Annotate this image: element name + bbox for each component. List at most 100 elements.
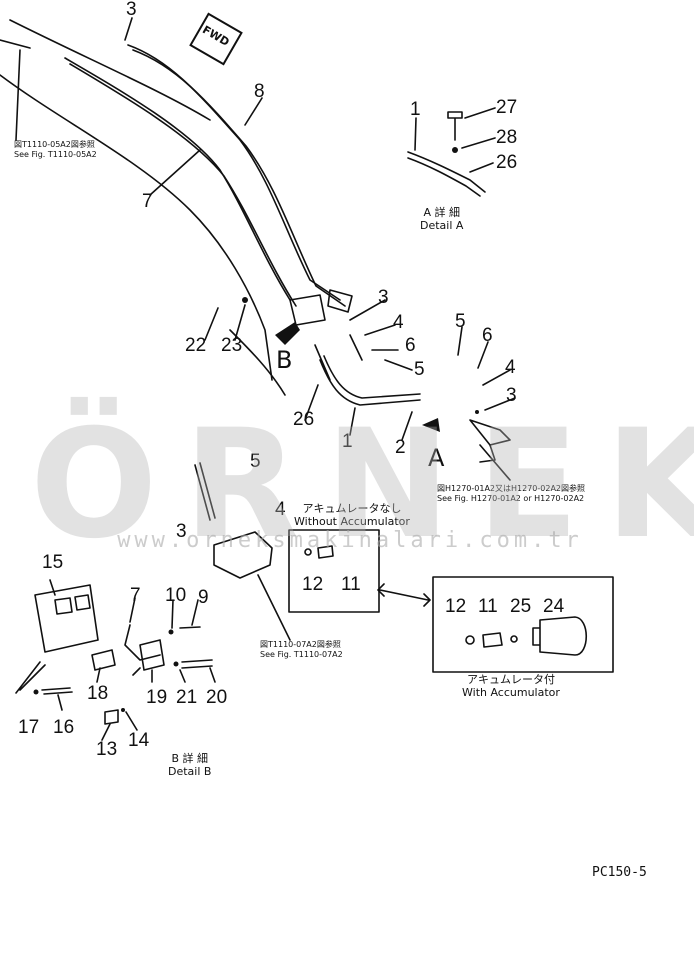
part-label-23: 23 bbox=[221, 335, 243, 356]
without-accumulator-caption: アキュムレータなし Without Accumulator bbox=[294, 502, 410, 528]
detail-a-en: Detail A bbox=[420, 218, 464, 232]
without-en: Without Accumulator bbox=[294, 514, 410, 528]
valve-block bbox=[213, 531, 273, 579]
part-label-7: 7 bbox=[130, 585, 141, 606]
bracket-15-tab bbox=[54, 594, 91, 615]
detail-a-pipe bbox=[407, 151, 486, 193]
part-label-2: 2 bbox=[395, 437, 406, 458]
part-label-5: 5 bbox=[414, 359, 425, 380]
fitting-11-with bbox=[482, 632, 503, 648]
part-label-25: 25 bbox=[510, 596, 532, 617]
callout-a: A bbox=[428, 444, 445, 472]
part-label-3: 3 bbox=[176, 521, 187, 542]
part-label-3: 3 bbox=[506, 385, 517, 406]
part-label-3: 3 bbox=[126, 0, 137, 20]
bolt-9 bbox=[179, 626, 201, 629]
fitting-11-without bbox=[317, 545, 334, 559]
detail-b-en: Detail B bbox=[168, 764, 212, 778]
bolt-16 bbox=[41, 687, 73, 695]
part-label-5: 5 bbox=[250, 451, 261, 472]
part-label-26: 26 bbox=[496, 152, 518, 173]
hose-7b bbox=[69, 63, 297, 307]
fig-ref-h1270-en: See Fig. H1270-01A2 or H1270-02A2 bbox=[437, 493, 585, 503]
part-label-19: 19 bbox=[146, 687, 168, 708]
hose-7-detail bbox=[124, 624, 161, 661]
pipe-end bbox=[479, 444, 496, 463]
part-label-22: 22 bbox=[185, 335, 207, 356]
arrow-a-marker bbox=[422, 418, 440, 432]
accumulator-24 bbox=[532, 616, 587, 656]
bolt-27 bbox=[447, 111, 463, 141]
hose-8b bbox=[132, 49, 346, 307]
clamp-19 bbox=[139, 639, 165, 671]
part-label-1: 1 bbox=[342, 431, 353, 452]
part-label-8: 8 bbox=[254, 81, 265, 102]
with-accumulator-box bbox=[432, 576, 614, 673]
part-label-3: 3 bbox=[378, 287, 389, 308]
bolt-20 bbox=[181, 659, 213, 669]
part-label-15: 15 bbox=[42, 552, 64, 573]
detail-a-pipe-b bbox=[407, 157, 481, 197]
detail-a-caption: A 詳 細 Detail A bbox=[420, 206, 464, 232]
part-label-6: 6 bbox=[405, 335, 416, 356]
part-label-11: 11 bbox=[341, 574, 361, 595]
part-label-9: 9 bbox=[198, 587, 209, 608]
pipe-1 bbox=[319, 359, 421, 406]
part-label-14: 14 bbox=[128, 730, 150, 751]
fig-ref-05a2-jp: 図T1110-05A2図参照 bbox=[14, 140, 95, 149]
fig-ref-h1270: 図H1270-01A2又はH1270-02A2図参照 See Fig. H127… bbox=[437, 484, 585, 503]
detail-a-jp: A 詳 細 bbox=[423, 206, 460, 219]
washer-28 bbox=[452, 147, 458, 153]
leader-figh bbox=[479, 444, 511, 481]
part-label-21: 21 bbox=[176, 687, 198, 708]
part-label-6: 6 bbox=[482, 325, 493, 346]
boom-edge bbox=[0, 39, 31, 49]
part-label-20: 20 bbox=[206, 687, 228, 708]
part-label-4: 4 bbox=[393, 312, 404, 333]
fitting-26 bbox=[314, 344, 331, 381]
hose-7 bbox=[64, 57, 291, 301]
hose-8 bbox=[127, 44, 341, 301]
boom-outline bbox=[0, 74, 273, 381]
accumulator-arrow bbox=[377, 583, 431, 607]
fig-ref-05a2: 図T1110-05A2図参照 See Fig. T1110-05A2 bbox=[14, 140, 97, 159]
bolt-13 bbox=[104, 709, 119, 725]
bracket-right bbox=[469, 419, 511, 446]
leader-fig07 bbox=[257, 574, 291, 641]
valve-rod bbox=[194, 462, 216, 521]
part-label-16: 16 bbox=[53, 717, 75, 738]
arrow-b-marker bbox=[275, 322, 300, 345]
part-label-24: 24 bbox=[543, 596, 565, 617]
fig-ref-h1270-jp: 図H1270-01A2又はH1270-02A2図参照 bbox=[437, 484, 586, 493]
boom-outline-upper bbox=[9, 19, 211, 121]
fig-ref-07a2: 図T1110-07A2図参照 See Fig. T1110-07A2 bbox=[260, 640, 343, 659]
bracket-15 bbox=[34, 584, 99, 653]
part-label-5: 5 bbox=[455, 311, 466, 332]
valve-flange bbox=[327, 289, 353, 313]
valve-body bbox=[289, 294, 326, 326]
clip-18 bbox=[91, 649, 116, 671]
part-label-1: 1 bbox=[410, 99, 421, 120]
page-code: PC150-5 bbox=[592, 865, 647, 880]
fig-ref-05a2-en: See Fig. T1110-05A2 bbox=[14, 149, 97, 159]
detail-b-jp: B 詳 細 bbox=[171, 752, 208, 765]
part-label-17: 17 bbox=[18, 717, 40, 738]
part-label-7: 7 bbox=[142, 191, 153, 212]
rod-3 bbox=[349, 334, 363, 361]
without-jp: アキュムレータなし bbox=[302, 502, 402, 515]
with-accumulator-caption: アキュムレータ付 With Accumulator bbox=[462, 673, 560, 699]
with-en: With Accumulator bbox=[462, 685, 560, 699]
callout-b: B bbox=[276, 346, 293, 374]
part-label-4: 4 bbox=[505, 357, 516, 378]
part-label-18: 18 bbox=[87, 683, 109, 704]
part-label-26: 26 bbox=[293, 409, 315, 430]
part-label-28: 28 bbox=[496, 127, 518, 148]
pipe-1b bbox=[323, 355, 421, 399]
part-label-11: 11 bbox=[478, 596, 498, 617]
fig-ref-07a2-en: See Fig. T1110-07A2 bbox=[260, 649, 343, 659]
detail-b-leaders bbox=[15, 579, 216, 741]
part-label-4: 4 bbox=[275, 499, 286, 520]
part-label-27: 27 bbox=[496, 97, 518, 118]
